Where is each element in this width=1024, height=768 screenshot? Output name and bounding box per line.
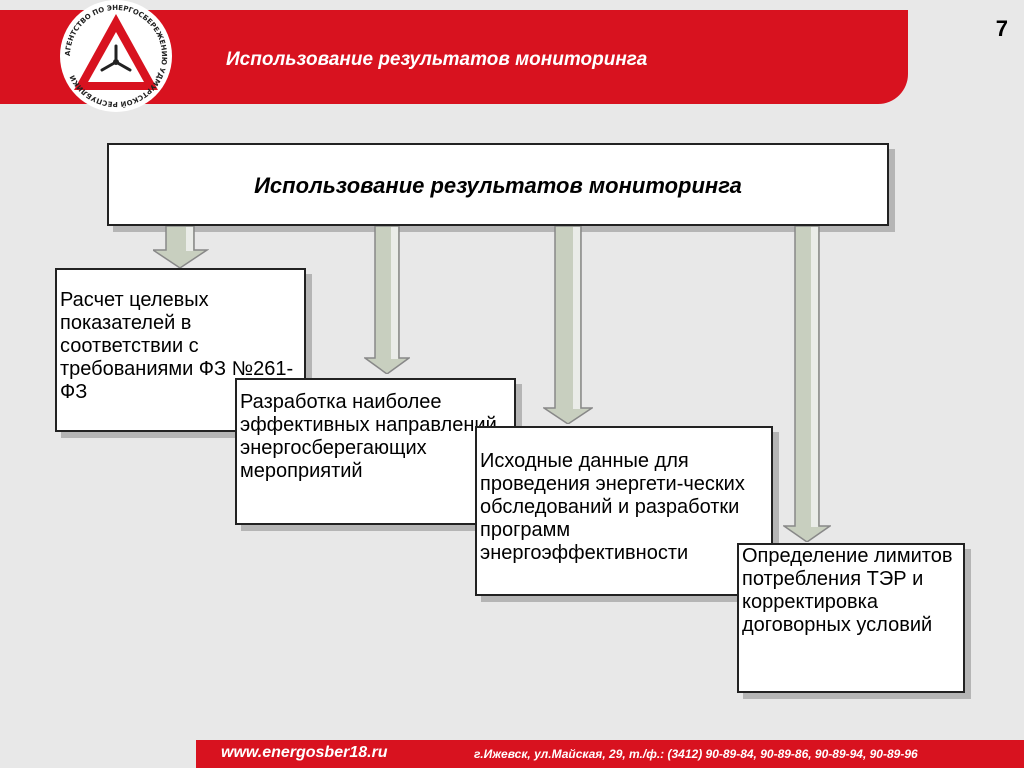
footer-band (196, 740, 1024, 768)
card-text: Исходные данные для проведения энергети-… (480, 450, 745, 564)
page-title: Использование результатов мониторинга (226, 49, 648, 70)
arrow-down-icon (783, 226, 831, 542)
card-text: Определение лимитов потребления ТЭР и ко… (742, 545, 953, 636)
root-title: Использование результатов мониторинга (254, 173, 742, 198)
arrow-down-icon (364, 226, 410, 374)
card-limits: Определение лимитов потребления ТЭР и ко… (737, 543, 965, 693)
card-efficient-directions: Разработка наиболее эффективных направле… (235, 378, 516, 525)
card-text: Разработка наиболее эффективных направле… (240, 391, 497, 482)
arrow-down-icon (543, 226, 593, 424)
root-box: Использование результатов мониторинга (107, 143, 889, 226)
agency-logo: АГЕНТСТВО ПО ЭНЕРГОСБЕРЕЖЕНИЮ УДМУРТСКОЙ… (60, 0, 172, 112)
footer-url[interactable]: www.energosber18.ru (221, 744, 388, 761)
card-source-data: Исходные данные для проведения энергети-… (475, 426, 773, 596)
page-number: 7 (995, 16, 1008, 41)
arrow-down-icon (153, 226, 209, 269)
card-text: Расчет целевых показателей в соответстви… (60, 289, 294, 403)
footer-address: г.Ижевск, ул.Майская, 29, т./ф.: (3412) … (474, 747, 918, 761)
